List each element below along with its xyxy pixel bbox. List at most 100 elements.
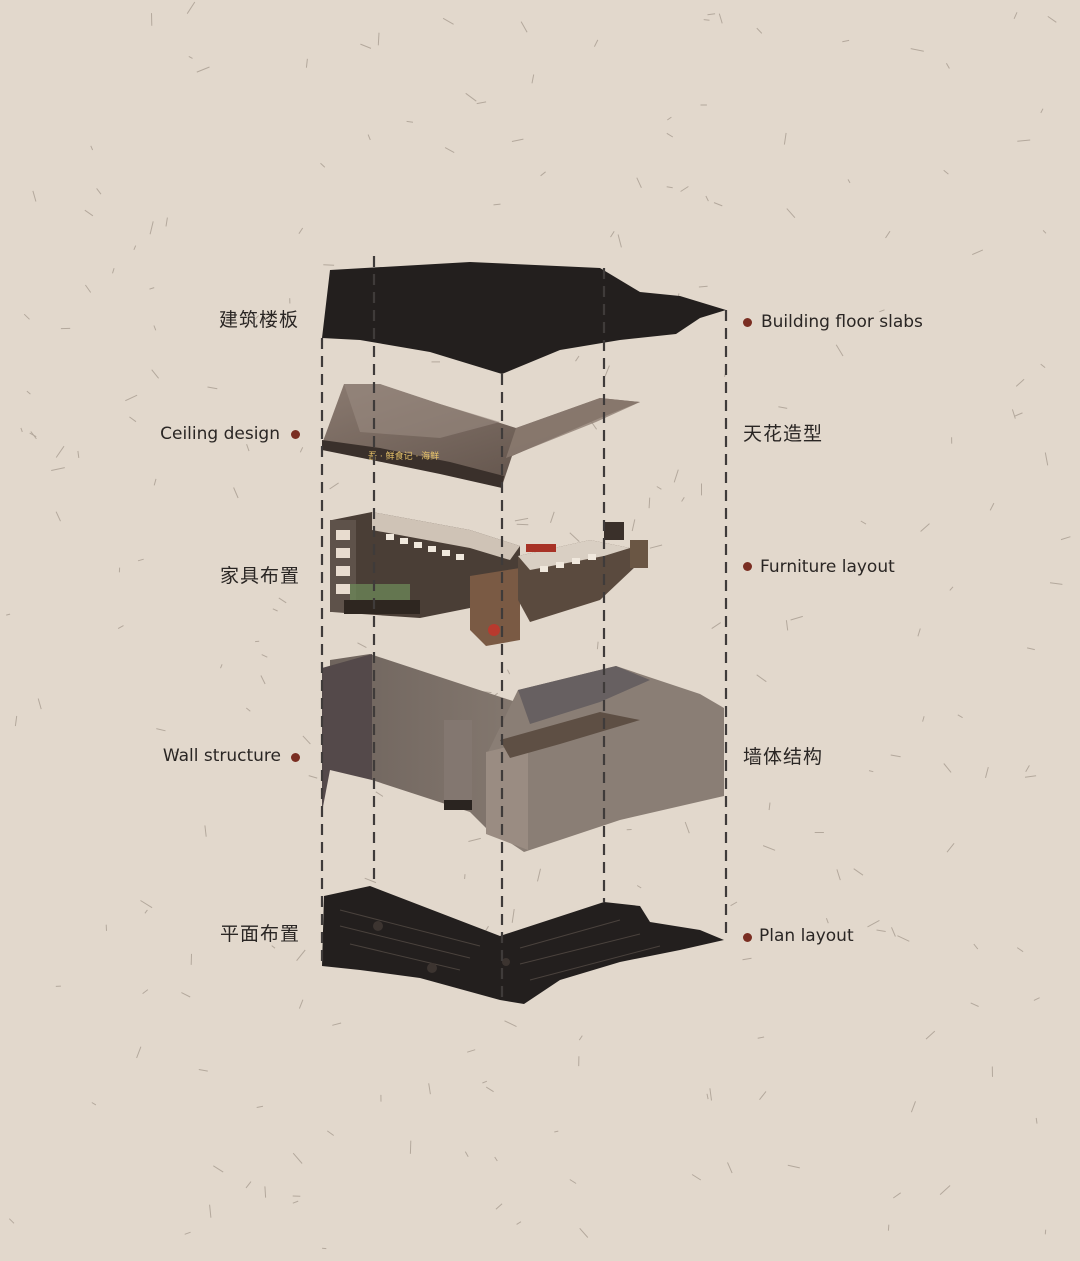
paper-fibre [897, 935, 910, 942]
paper-fibre [360, 43, 372, 49]
paper-fibre [494, 1156, 498, 1162]
paper-fibre [925, 1030, 936, 1040]
paper-fibre [778, 406, 788, 409]
paper-fibre [77, 450, 80, 458]
paper-fibre [617, 234, 622, 248]
paper-fibre [847, 179, 851, 184]
paper-fibre [149, 221, 154, 235]
paper-fibre [320, 162, 326, 168]
paper-fibre [666, 186, 673, 189]
paper-fibre [329, 482, 339, 490]
paper-fibre [939, 1185, 951, 1195]
paper-fibre [742, 957, 752, 961]
paper-fibre [142, 989, 149, 994]
paper-fibre [783, 132, 787, 145]
paper-fibre [91, 1102, 97, 1106]
paper-fibre [298, 227, 304, 234]
paper-fibre [1013, 12, 1018, 20]
paper-fibre [129, 416, 137, 423]
paper-fibre [649, 544, 663, 549]
paper-fibre [885, 230, 891, 239]
bullet-furniture [743, 562, 752, 571]
paper-fibre [575, 355, 580, 362]
paper-fibre [593, 39, 599, 47]
paper-fibre [207, 386, 218, 390]
paper-fibre [945, 62, 950, 69]
paper-fibre [220, 664, 223, 669]
paper-fibre [26, 390, 31, 395]
paper-fibre [6, 613, 11, 616]
bullet-floor-slab [743, 318, 752, 327]
paper-fibre [835, 344, 844, 357]
bullet-wall [291, 753, 300, 762]
paper-fibre [299, 447, 304, 453]
paper-fibre [20, 427, 23, 433]
paper-fibre [367, 134, 371, 141]
paper-fibre [260, 675, 266, 685]
paper-fibre [467, 1049, 476, 1053]
paper-fibre [684, 821, 690, 834]
paper-fibre [957, 714, 963, 719]
paper-fibre [174, 751, 179, 755]
floor-slab-layer [322, 262, 726, 374]
paper-fibre [136, 1046, 142, 1059]
paper-fibre [893, 1192, 901, 1199]
paper-fibre [836, 869, 841, 881]
label-wall-en: Wall structure [162, 746, 281, 766]
paper-fibre [971, 249, 984, 256]
paper-fibre [1040, 363, 1046, 368]
paper-fibre [292, 1152, 303, 1164]
paper-fibre [495, 1203, 503, 1210]
paper-fibre [860, 520, 867, 525]
paper-fibre [673, 469, 679, 483]
paper-fibre [604, 365, 610, 377]
paper-fibre [1017, 139, 1031, 142]
paper-fibre [1014, 412, 1023, 417]
paper-fibre [578, 1035, 583, 1041]
paper-fibre [8, 1218, 15, 1224]
plan-layer [322, 886, 724, 1004]
paper-fibre [1026, 647, 1035, 651]
paper-fibre [711, 622, 721, 630]
paper-fibre [550, 511, 555, 523]
paper-fibre [184, 1231, 191, 1235]
ceiling-layer: 吾 · 鲜食记 · 海鲜 [322, 384, 640, 488]
paper-fibre [186, 1, 196, 14]
paper-fibre [375, 791, 384, 797]
paper-fibre [261, 654, 268, 658]
paper-fibre [464, 1151, 469, 1157]
paper-fibre [272, 608, 278, 612]
paper-fibre [137, 558, 144, 562]
paper-fibre [842, 39, 850, 43]
paper-fibre [156, 728, 166, 732]
paper-fibre [537, 868, 541, 882]
paper-fibre [377, 32, 380, 46]
paper-fibre [165, 217, 168, 227]
paper-fibre [213, 1165, 224, 1173]
paper-fibre [246, 444, 250, 452]
paper-fibre [51, 467, 65, 471]
paper-fibre [730, 901, 738, 907]
paper-fibre [703, 19, 710, 21]
paper-fibre [84, 209, 94, 217]
paper-fibre [917, 628, 921, 637]
paper-texture [6, 1, 1071, 1250]
paper-fibre [117, 625, 124, 630]
paper-fibre [879, 309, 885, 313]
paper-fibre [308, 775, 318, 779]
paper-fibre [762, 845, 776, 851]
paper-fibre [785, 620, 789, 631]
paper-fibre [271, 945, 276, 949]
paper-fibre [1035, 1117, 1038, 1124]
paper-fibre [718, 13, 723, 24]
paper-fibre [504, 1020, 517, 1028]
paper-fibre [727, 1162, 733, 1174]
paper-fibre [264, 1186, 267, 1198]
paper-fibre [1025, 765, 1030, 773]
paper-fibre [1042, 230, 1047, 234]
paper-fibre [476, 101, 487, 105]
paper-fibre [648, 497, 651, 509]
paper-fibre [579, 1227, 589, 1238]
paper-fibre [943, 763, 952, 773]
